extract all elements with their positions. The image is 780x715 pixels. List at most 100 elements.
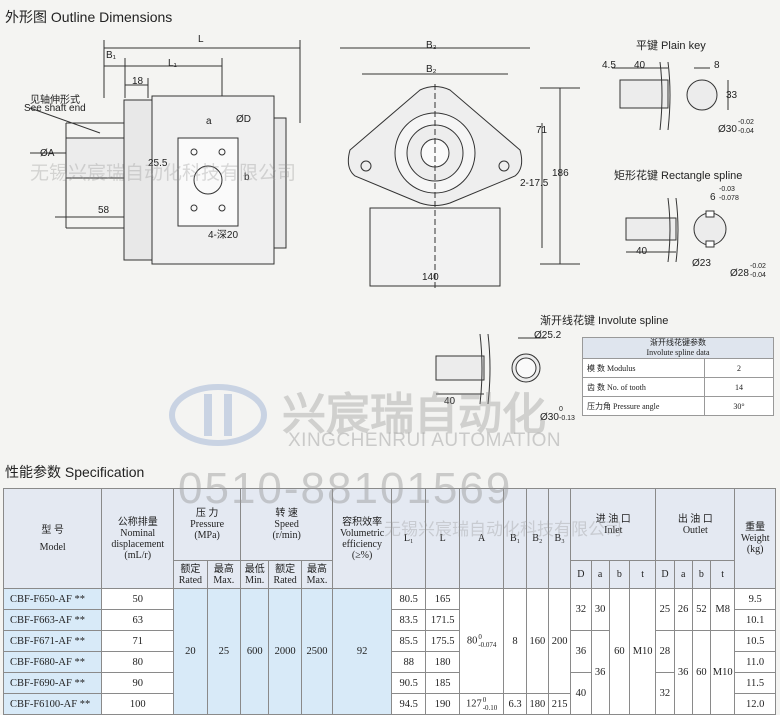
involute-drawing: [435, 333, 546, 405]
plain-key-title: 平键 Plain key: [636, 40, 706, 52]
hdr-A: A: [458, 488, 505, 589]
cell-disp: 90: [101, 672, 175, 694]
cell-weight: 11.0: [734, 651, 776, 673]
dim-phiA: ØA: [40, 148, 55, 159]
cell-vol-eff: 92: [332, 588, 392, 715]
hdr-in-a: a: [590, 560, 610, 589]
cell-disp: 80: [101, 651, 175, 673]
cell-B1-last: 6.3: [503, 693, 527, 715]
A-last-tol-dn: -0.10: [482, 704, 498, 712]
hdr-model-en: Model: [39, 541, 66, 553]
cell-out-b1: 52: [691, 588, 712, 631]
cell-in-D1: 32: [570, 588, 592, 631]
side-view-drawing: [29, 40, 301, 265]
dim-L1: L₁: [168, 58, 177, 69]
hdr-disp-unit: (mL/r): [124, 549, 152, 561]
hdr-speed-en: Speed: [274, 519, 299, 530]
inv-dim-25-2: Ø25.2: [534, 330, 562, 341]
cell-out-a2: 36: [673, 630, 693, 715]
hdr-pressure-unit: (MPa): [194, 530, 220, 541]
hdr-weight-unit: (kg): [746, 544, 764, 555]
inv-row-label: 压力角 Pressure angle: [582, 396, 705, 416]
A-main-value: 80: [466, 635, 478, 647]
cell-L1: 88: [390, 651, 427, 673]
hdr-in-D: D: [570, 560, 592, 589]
pk-dim-8: 8: [714, 60, 720, 71]
hdr-pressure-en: Pressure: [190, 519, 225, 530]
cell-weight: 9.5: [734, 588, 776, 610]
cell-weight: 10.1: [734, 609, 776, 631]
hdr-L: L: [425, 488, 460, 589]
shaft-label-cn: 见轴伸形式: [30, 95, 80, 106]
hdr-inlet-en: Inlet: [604, 524, 623, 536]
inv-header-en: Involute spline data: [646, 348, 710, 357]
hdr-s-max: 最高 Max.: [300, 560, 334, 589]
cell-out-t2: M10: [710, 630, 736, 715]
hdr-pressure-cn: 压 力: [195, 508, 219, 519]
cell-model: CBF-F690-AF **: [2, 672, 103, 694]
cell-in-b: 60: [608, 588, 630, 715]
hdr-B2: B₂: [525, 488, 549, 589]
cell-L: 175.5: [425, 630, 460, 652]
cell-model: CBF-F680-AF **: [2, 651, 103, 673]
A-main-tol-dn: -0.074: [478, 641, 497, 649]
A-last-value: 127: [465, 698, 482, 710]
hdr-L1: L₁: [390, 488, 427, 589]
inv-tol-dn: -0.13: [559, 415, 575, 422]
watermark-logo-en: XINGCHENRUI AUTOMATION: [288, 430, 562, 451]
hdr-p-max: 最高 Max.: [206, 560, 242, 589]
dim-18: 18: [132, 76, 144, 87]
pk-dia: Ø30: [718, 124, 737, 135]
rs-dim-40: 40: [636, 246, 648, 257]
plain-key-drawing: [612, 61, 729, 131]
cell-in-t: M10: [628, 588, 657, 715]
cell-weight: 10.5: [734, 630, 776, 652]
cell-model: CBF-F671-AF **: [2, 630, 103, 652]
cell-L: 185: [425, 672, 460, 694]
cell-L1: 90.5: [390, 672, 427, 694]
inv-header-cn: 渐开线花键参数: [650, 338, 706, 347]
dim-186: 186: [552, 168, 569, 179]
holes-label: 4-深20: [208, 230, 239, 241]
dim-71: 71: [536, 125, 548, 136]
hdr-B3: B₃: [547, 488, 572, 589]
cell-out-D1: 25: [655, 588, 675, 631]
cell-out-D2: 28: [655, 630, 675, 673]
cell-B3-last: 215: [547, 693, 572, 715]
involute-title: 渐开线花键 Involute spline: [540, 315, 669, 327]
rect-spline-title: 矩形花键 Rectangle spline: [614, 170, 743, 182]
dim-b: b: [244, 172, 250, 183]
cell-L1: 80.5: [390, 588, 427, 610]
pk-dim-40: 40: [634, 60, 646, 71]
cell-model: CBF-F650-AF **: [2, 588, 103, 610]
cell-L1: 94.5: [390, 693, 427, 715]
hdr-disp-cn: 公称排量: [117, 516, 158, 528]
rect-spline-drawing: [625, 197, 727, 263]
A-main-tol-up: 0: [478, 633, 482, 641]
logo-mark-icon: [168, 380, 268, 450]
hdr-out-b: b: [691, 560, 712, 589]
dim-L: L: [198, 34, 204, 45]
dim-58: 58: [98, 205, 110, 216]
cell-out-a1: 26: [673, 588, 693, 631]
inv-row-value: 30°: [704, 396, 774, 416]
cell-model: CBF-F663-AF **: [2, 609, 103, 631]
cell-out-D3: 32: [655, 672, 675, 715]
table-row: CBF-F663-AF ** 63 83.5 171.5 10.1: [2, 609, 776, 631]
dim-B1: B₁: [106, 50, 117, 61]
dim-B3: B₃: [426, 40, 437, 51]
rs-w-up: -0.03: [719, 186, 735, 193]
cell-disp: 100: [101, 693, 175, 715]
hdr-out-a: a: [673, 560, 693, 589]
hdr-out-D: D: [655, 560, 675, 589]
dim-phiD: ØD: [236, 114, 251, 125]
front-view-drawing: [340, 47, 580, 288]
